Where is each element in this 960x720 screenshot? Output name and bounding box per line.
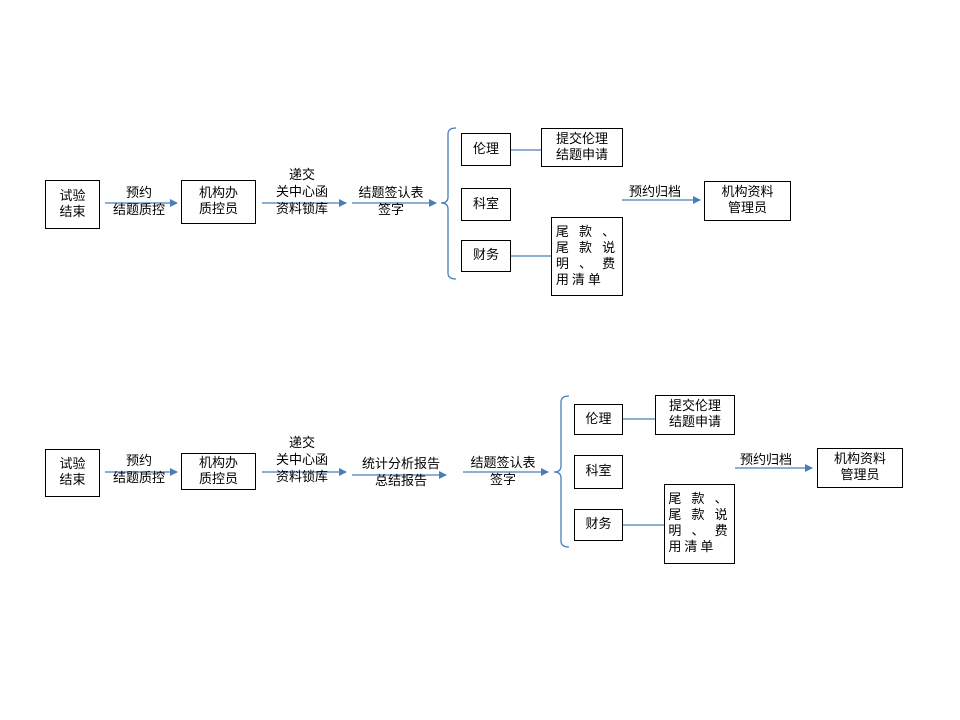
box-label: 尾 款 、 尾 款 说 明 、 费 用清单: [555, 224, 619, 288]
label-archive: 预约归档: [739, 453, 793, 468]
box-label: 机构办 质控员: [198, 186, 238, 217]
box-label: 机构办 质控员: [198, 455, 238, 487]
box-ethics-action: 提交伦理 结题申请: [655, 395, 735, 435]
box-label: 财务: [585, 517, 612, 532]
box-finance-action: 尾 款 、 尾 款 说 明 、 费 用清单: [551, 217, 623, 296]
label-appointment-qc: 预约 结题质控: [112, 454, 166, 486]
label-stats-report: 统计分析报告 总结报告: [361, 457, 441, 489]
box-trial-end: 试验 结束: [45, 180, 100, 229]
bracket-bottom: [553, 395, 570, 548]
label-submit-closeout: 递交 关中心函 资料锁库: [275, 168, 329, 217]
box-label: 试验 结束: [59, 457, 86, 488]
box-ethics-action: 提交伦理 结题申请: [541, 128, 623, 167]
label-submit-closeout: 递交 关中心函 资料锁库: [275, 436, 329, 485]
box-label: 提交伦理 结题申请: [555, 131, 608, 163]
box-ethics: 伦理: [461, 133, 511, 166]
box-department: 科室: [574, 455, 623, 489]
box-label: 试验 结束: [59, 188, 86, 220]
box-label: 机构资料 管理员: [721, 185, 774, 216]
box-label: 提交伦理 结题申请: [668, 399, 721, 430]
box-label: 伦理: [472, 141, 499, 157]
box-label: 科室: [585, 464, 612, 479]
box-archive-manager: 机构资料 管理员: [704, 181, 791, 221]
box-trial-end: 试验 结束: [45, 449, 100, 497]
box-label: 伦理: [585, 411, 612, 427]
box-ethics: 伦理: [574, 404, 623, 435]
box-department: 科室: [461, 188, 511, 221]
label-signoff: 结题签认表 签字: [358, 186, 424, 218]
box-finance: 财务: [574, 509, 623, 541]
box-qc-officer: 机构办 质控员: [181, 453, 256, 490]
box-qc-officer: 机构办 质控员: [181, 180, 256, 224]
box-label: 财务: [472, 248, 499, 263]
box-finance-action: 尾 款 、 尾 款 说 明 、 费 用清单: [664, 484, 735, 564]
label-appointment-qc: 预约 结题质控: [112, 186, 166, 218]
box-label: 机构资料 管理员: [833, 452, 886, 483]
box-archive-manager: 机构资料 管理员: [817, 448, 903, 488]
box-label: 尾 款 、 尾 款 说 明 、 费 用清单: [668, 492, 731, 555]
label-signoff: 结题签认表 签字: [470, 456, 536, 488]
label-archive: 预约归档: [628, 185, 682, 200]
box-label: 科室: [472, 196, 499, 212]
bracket-top: [440, 127, 457, 280]
box-finance: 财务: [461, 240, 511, 272]
